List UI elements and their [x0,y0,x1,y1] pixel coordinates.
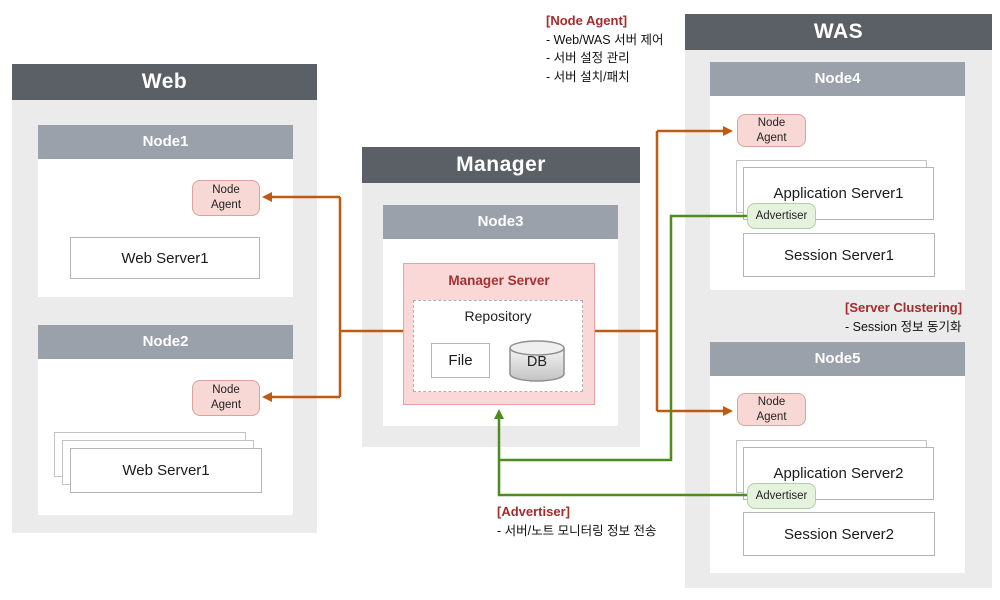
section-manager-header: Manager [362,147,640,183]
node1-node-agent: Node Agent [192,180,260,216]
node2-web-server: Web Server1 [70,448,262,493]
note-node-agent-item: - 서버 설치/패치 [546,69,630,84]
note-advertiser-title: [Advertiser] [497,504,570,519]
note-server-clustering-title: [Server Clustering] [845,300,963,315]
node4-session-server: Session Server1 [743,233,935,277]
section-web-header: Web [12,64,317,100]
note-node-agent: [Node Agent] - Web/WAS 서버 제어 - 서버 설정 관리 … [546,12,706,86]
node4-node-agent: Node Agent [737,114,806,147]
note-server-clustering: [Server Clustering] - Session 정보 동기화 [845,299,1000,336]
node2-node-agent: Node Agent [192,380,260,416]
node5-header: Node5 [710,342,965,376]
node1-web-server: Web Server1 [70,237,260,279]
node5-advertiser: Advertiser [747,483,816,509]
note-node-agent-item: - Web/WAS 서버 제어 [546,32,664,47]
repository-title: Repository [464,308,532,324]
note-advertiser-item: - 서버/노트 모니터링 정보 전송 [497,523,657,538]
node4-advertiser: Advertiser [747,203,816,229]
note-node-agent-item: - 서버 설정 관리 [546,51,630,65]
node2-header: Node2 [38,325,293,359]
db-label: DB [526,354,548,370]
node5-node-agent: Node Agent [737,393,806,426]
node3-header: Node3 [383,205,618,239]
node4-header: Node4 [710,62,965,96]
node1-header: Node1 [38,125,293,159]
manager-server-title: Manager Server [448,273,550,288]
file-box: File [431,343,490,378]
note-server-clustering-item: - Session 정보 동기화 [845,319,962,334]
note-node-agent-title: [Node Agent] [546,13,628,28]
note-advertiser: [Advertiser] - 서버/노트 모니터링 정보 전송 [497,503,717,540]
node5-session-server: Session Server2 [743,512,935,556]
section-was-header: WAS [685,14,992,50]
